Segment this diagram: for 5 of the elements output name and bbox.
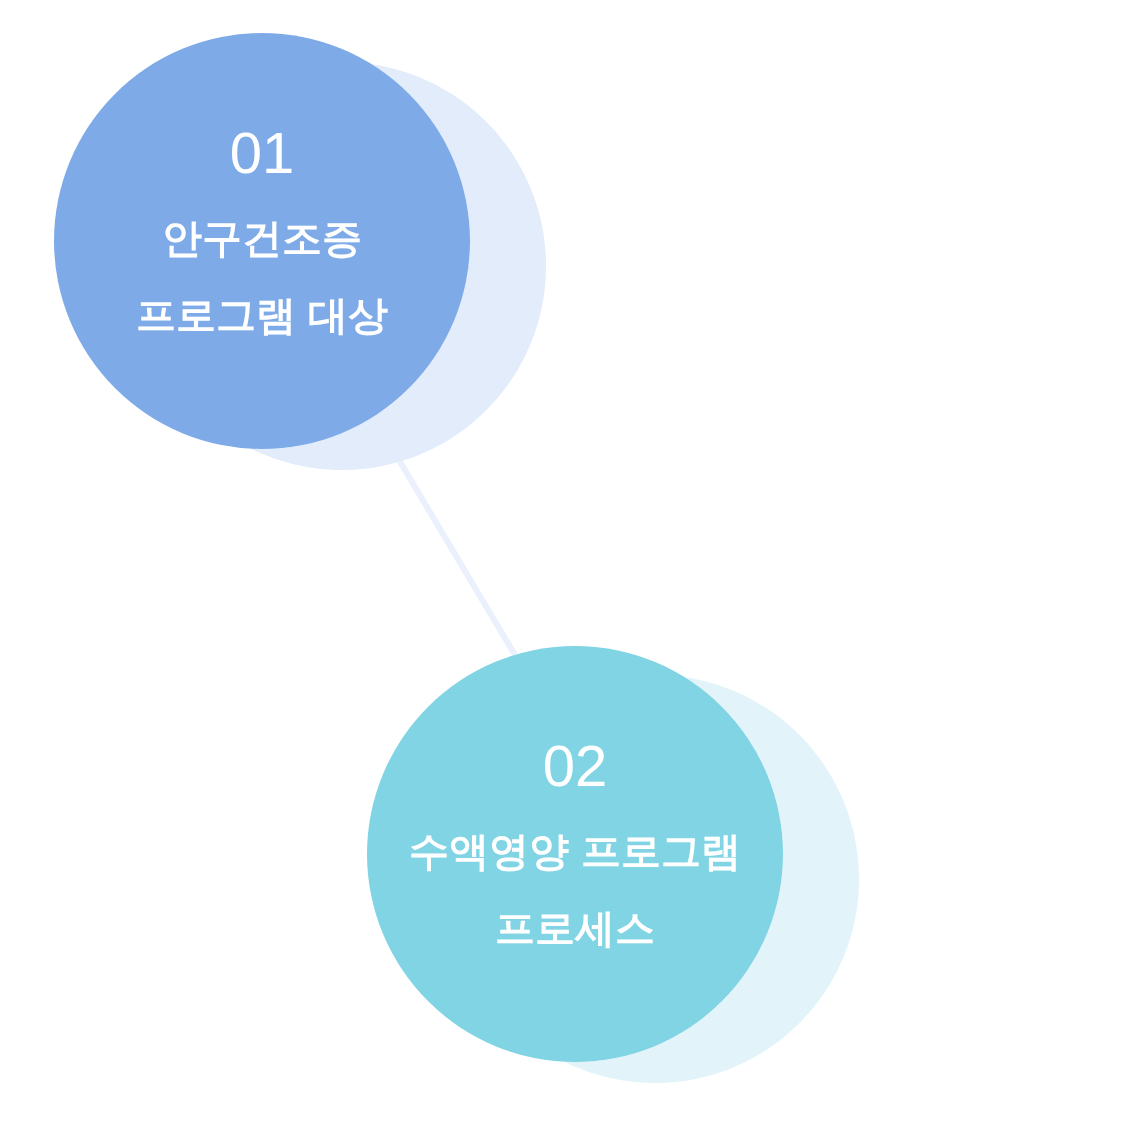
connector-line: [397, 460, 518, 657]
step-title: 안구건조증 프로그램 대상: [136, 216, 388, 337]
step-number: 01: [229, 124, 295, 182]
step-number: 02: [542, 737, 608, 795]
step-title: 수액영양 프로그램 프로세스: [409, 829, 741, 950]
